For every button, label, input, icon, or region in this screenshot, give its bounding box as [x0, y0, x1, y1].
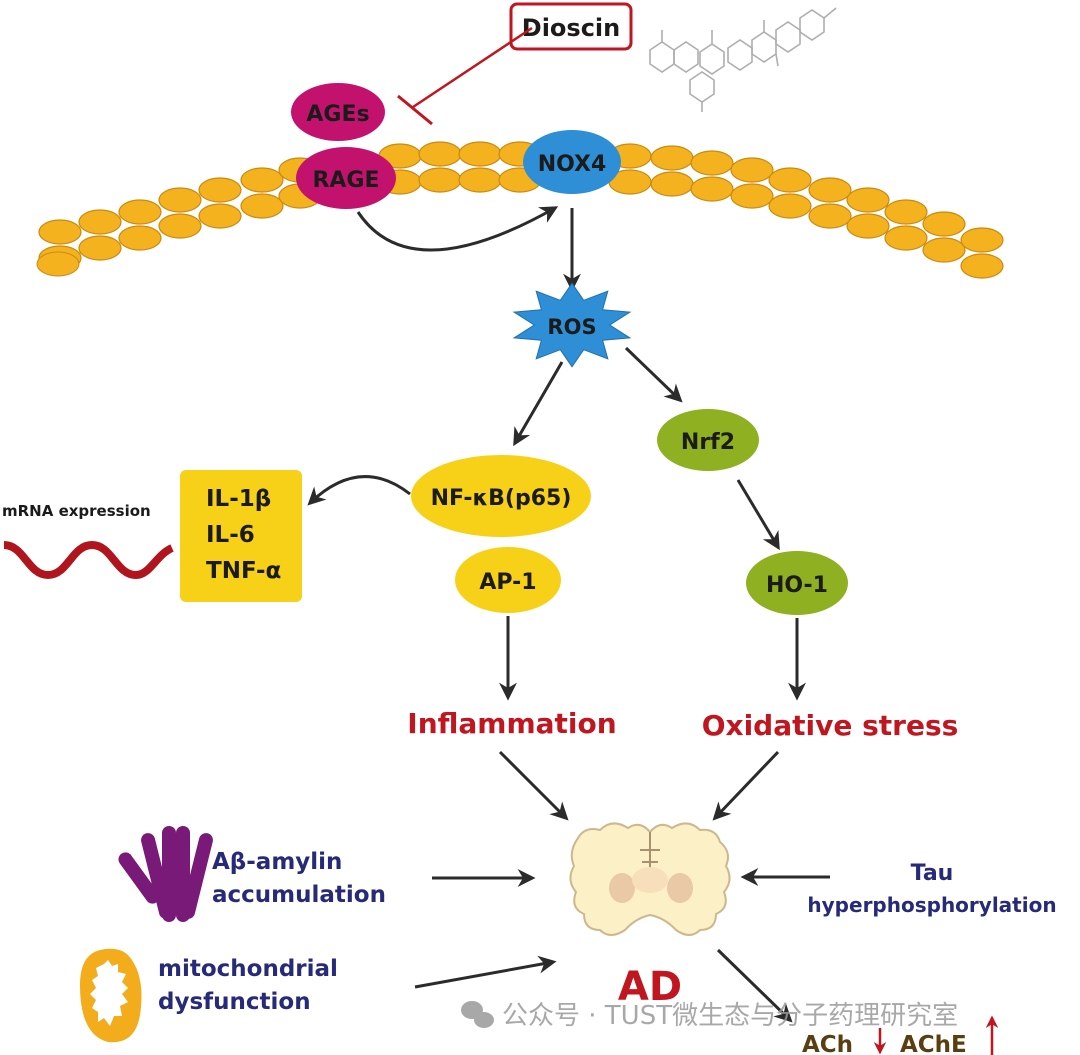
ach-label: ACh [802, 1032, 853, 1055]
svg-text:NOX4: NOX4 [538, 152, 607, 177]
lipid-bead [458, 141, 502, 167]
mitochondria-icon [80, 948, 142, 1043]
svg-text:IL-6: IL-6 [206, 522, 255, 548]
lipid-bead [884, 225, 928, 251]
lipid-bead [690, 176, 734, 202]
abeta-amylin-icon [118, 826, 213, 922]
lipid-bead [418, 167, 462, 193]
lipid-bead [846, 187, 890, 213]
svg-text:RAGE: RAGE [312, 168, 379, 193]
dioscin-molecule-structure-icon [649, 7, 837, 112]
cell-membrane-lipid-bilayer-icon [36, 141, 1004, 279]
wechat-icon [461, 1001, 494, 1028]
mito-to-ad-arrow [414, 955, 557, 989]
lipid-bead [650, 145, 694, 171]
nrf2-node: Nrf2 [657, 409, 759, 471]
lipid-bead [846, 213, 890, 239]
nfkb-node: NF-κB(p65) [411, 455, 591, 537]
svg-text:NF-κB(p65): NF-κB(p65) [431, 486, 572, 511]
lipid-bead [418, 141, 462, 167]
inflammation-to-ad-arrow [498, 750, 569, 821]
lipid-bead [198, 203, 242, 229]
lipid-bead [730, 183, 774, 209]
lipid-bead [458, 167, 502, 193]
lipid-bead [78, 235, 122, 261]
abeta-label-line2: accumulation [212, 882, 386, 908]
lipid-bead [730, 157, 774, 183]
dioscin-box: Dioscin [509, 2, 633, 51]
lipid-bead [240, 193, 284, 219]
lipid-bead [960, 253, 1004, 279]
mito-label-line2: dysfunction [158, 989, 311, 1015]
ros-to-nfkb-arrow [513, 361, 564, 447]
nfkb-to-cytokines-arrow [307, 475, 411, 506]
lipid-bead [158, 187, 202, 213]
lipid-bead [690, 150, 734, 176]
svg-text:AP-1: AP-1 [479, 570, 536, 595]
brain-icon [569, 822, 731, 936]
ros-to-nrf2-arrow [624, 346, 683, 403]
lipid-bead [768, 167, 812, 193]
watermark-text: 公众号 · TUST微生态与分子药理研究室 [502, 1001, 958, 1031]
lipid-bead [768, 193, 812, 219]
nox4-node: NOX4 [523, 130, 621, 194]
svg-text:Nrf2: Nrf2 [681, 430, 735, 455]
ages-node: AGEs [291, 83, 385, 141]
oxidative-stress-label: Oxidative stress [702, 709, 959, 742]
cytokine-box: IL-1β IL-6 TNF-α [180, 470, 302, 602]
rage-to-nox4-arrow [356, 206, 559, 252]
ros-node: ROS [512, 282, 632, 368]
lipid-bead [884, 199, 928, 225]
svg-text:HO-1: HO-1 [766, 573, 828, 598]
lipid-bead [808, 203, 852, 229]
lipid-bead [808, 177, 852, 203]
oxidative-stress-to-ad-arrow [712, 750, 780, 821]
tau-label-line1: Tau [911, 861, 954, 886]
ho1-node: HO-1 [746, 551, 848, 615]
lipid-bead [78, 209, 122, 235]
lipid-bead [158, 213, 202, 239]
lipid-bead [922, 237, 966, 263]
lipid-bead [118, 225, 162, 251]
ad-to-ach-arrow [716, 948, 793, 1023]
mrna-wave-icon [3, 540, 174, 580]
svg-text:ROS: ROS [547, 315, 596, 339]
lipid-bead [922, 211, 966, 237]
svg-text:TNF-α: TNF-α [206, 558, 281, 584]
lipid-bead [36, 251, 80, 277]
ad-label: AD [618, 964, 682, 1010]
ap1-node: AP-1 [455, 547, 561, 613]
lipid-bead [198, 177, 242, 203]
inflammation-label: Inflammation [407, 707, 616, 740]
svg-text:AGEs: AGEs [306, 102, 369, 127]
mrna-label: mRNA expression [2, 502, 151, 520]
lipid-bead [650, 171, 694, 197]
lipid-bead [240, 167, 284, 193]
dioscin-label: Dioscin [522, 14, 620, 42]
svg-text:IL-1β: IL-1β [206, 486, 271, 512]
rage-node: RAGE [296, 147, 396, 209]
lipid-bead [118, 199, 162, 225]
tau-label-line2: hyperphosphorylation [807, 893, 1056, 917]
nrf2-to-ho1-arrow [736, 479, 780, 551]
lipid-bead [38, 219, 82, 245]
lipid-bead [960, 227, 1004, 253]
dioscin-inhibition-line [397, 26, 533, 126]
mito-label-line1: mitochondrial [158, 956, 338, 982]
ache-label: AChE [900, 1032, 967, 1055]
abeta-label-line1: Aβ-amylin [212, 849, 342, 875]
